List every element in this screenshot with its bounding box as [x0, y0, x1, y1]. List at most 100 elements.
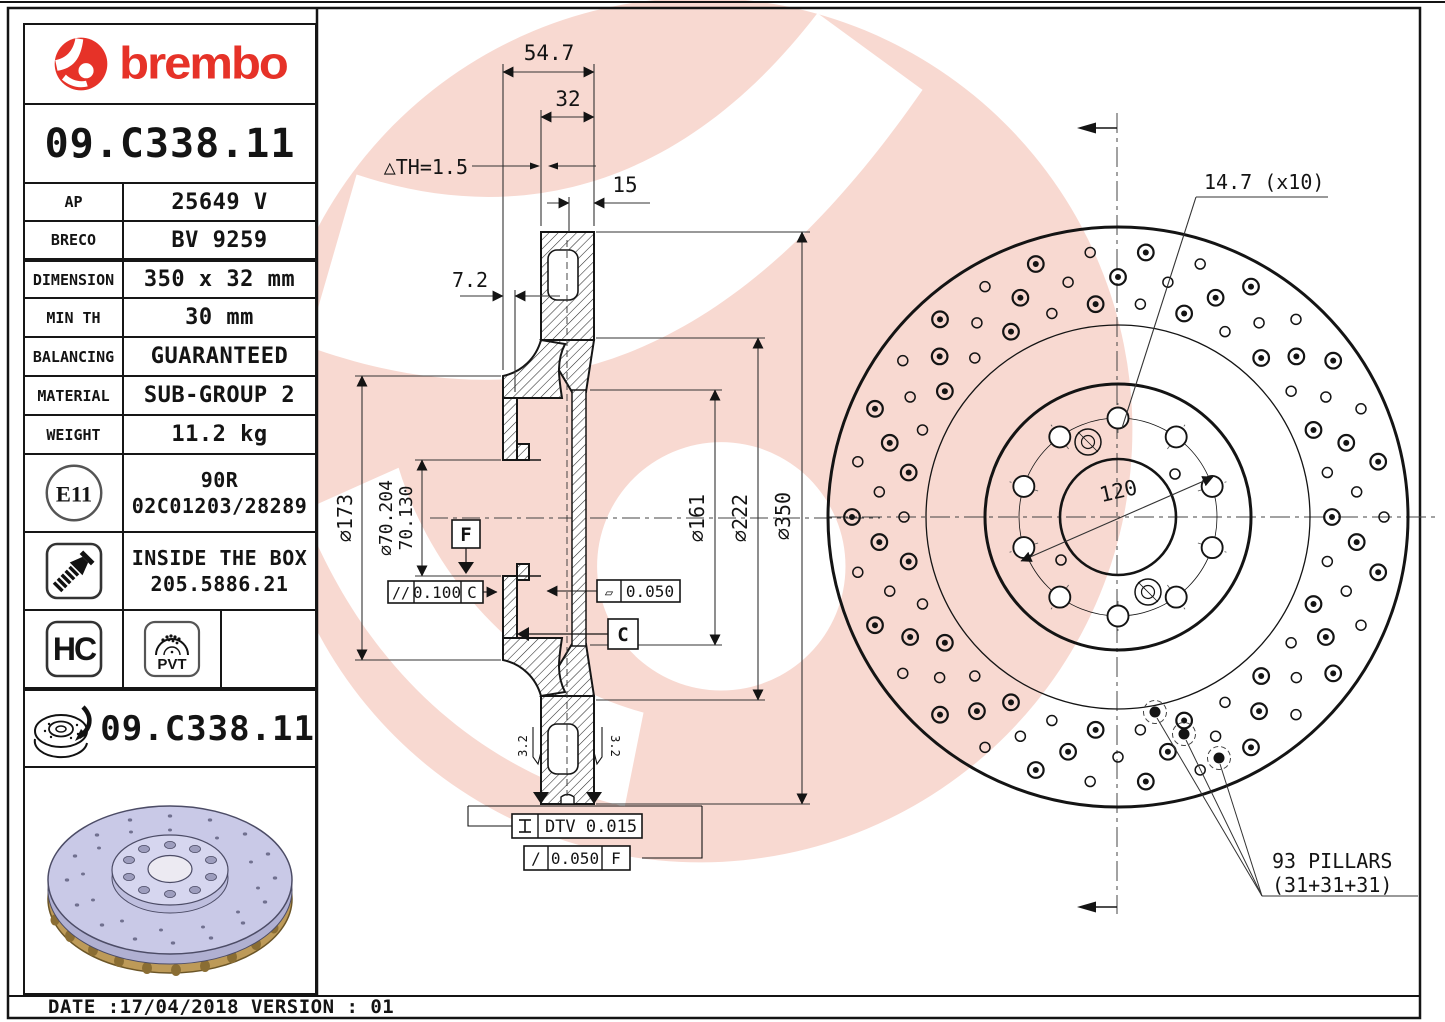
spec-label: MIN TH [25, 299, 124, 336]
dim-pad-depth: 15 [612, 173, 637, 197]
drill-hole-plain [1340, 585, 1353, 597]
drill-hole-center [907, 634, 914, 640]
inside-box-line2: 205.5886.21 [150, 572, 289, 596]
drill-hole-chamfered [930, 347, 949, 366]
drill-hole-chamfered [866, 616, 884, 635]
dim-thickness: 32 [555, 87, 580, 111]
drill-hole-plain [1320, 391, 1332, 403]
drill-hole-center [886, 439, 893, 446]
drill-hole-plain [897, 354, 909, 367]
drill-hole-chamfered [1175, 304, 1194, 323]
dim-holes: 14.7 (x10) [1204, 170, 1324, 194]
drill-hole-plain [883, 585, 896, 597]
spec-row-breco: BRECO BV 9259 [23, 220, 317, 260]
svg-text:(31+31+31): (31+31+31) [1272, 873, 1392, 897]
spec-label: WEIGHT [25, 416, 124, 453]
dim-overall-width: 54.7 [524, 41, 575, 65]
drill-hole-chamfered [1369, 563, 1388, 582]
drill-hole-center [849, 514, 855, 520]
countersunk-screws [1074, 428, 1162, 606]
drill-hole-plain [1350, 486, 1363, 498]
drill-hole-plain [1290, 671, 1303, 684]
spec-row-minth: MIN TH 30 mm [23, 297, 317, 338]
drill-hole-chamfered [1086, 720, 1105, 739]
svg-text://: // [392, 584, 410, 602]
drill-hole-plain [898, 511, 910, 523]
drill-hole-center [1008, 699, 1014, 706]
drill-hole-plain [1355, 403, 1367, 415]
drill-hole-plain [852, 566, 864, 579]
drill-hole-chamfered [968, 702, 986, 721]
drill-hole-pattern [843, 243, 1390, 791]
drill-hole-center [1310, 601, 1317, 608]
drill-hole-chamfered [1206, 288, 1225, 307]
drill-hole-plain [897, 667, 909, 680]
drill-hole-center [1065, 748, 1072, 755]
drill-hole-plain [933, 671, 946, 684]
drill-hole-chamfered [880, 433, 899, 452]
part-number-text: 09.C338.11 [44, 120, 296, 167]
drill-hole-chamfered [899, 552, 918, 571]
inside-box-row: INSIDE THE BOX 205.5886.21 [23, 531, 317, 611]
drill-hole-chamfered [1324, 351, 1343, 370]
drill-hole-plain [1219, 696, 1231, 709]
dim-wear: △TH=1.5 [384, 155, 468, 179]
drill-hole-plain [1194, 258, 1206, 270]
bolt-hole [1012, 536, 1036, 560]
spec-row-dimension: DIMENSION 350 x 32 mm [23, 258, 317, 299]
drill-hole-plain [1209, 730, 1222, 743]
drill-hole-center [1248, 283, 1254, 290]
spec-row-weight: WEIGHT 11.2 kg [23, 414, 317, 455]
section-view: 54.7 32 △TH=1.5 15 7.2 ∅173 ∅70.204 70.1… [333, 41, 880, 871]
drill-hole-plain [1321, 555, 1334, 568]
spec-label: BRECO [25, 222, 124, 258]
drill-hole-center [1329, 514, 1335, 520]
drill-hole-plain [1378, 511, 1390, 523]
datum-c: C [517, 618, 639, 650]
drill-hole-center [941, 639, 948, 646]
drill-hole-chamfered [1158, 742, 1177, 761]
pvt-icon: PVT [143, 620, 201, 678]
svg-text:E11: E11 [55, 481, 91, 506]
inside-box-line1: INSIDE THE BOX [131, 546, 308, 570]
drill-hole-plain [1046, 714, 1058, 727]
disc-code: 09.C338.11 [100, 708, 315, 749]
drill-hole-chamfered [1316, 628, 1335, 646]
spec-value: 11.2 kg [171, 422, 268, 447]
svg-text:C: C [467, 583, 477, 602]
drill-hole-center [1017, 294, 1024, 301]
drill-hole-center [1092, 726, 1099, 733]
bolt-hole [1164, 425, 1188, 449]
homologation-row: E11 90R 02C01203/28289 [23, 453, 317, 533]
spec-value: 25649 V [171, 189, 268, 215]
drill-hole-chamfered [870, 533, 889, 551]
spec-value: 350 x 32 mm [143, 267, 296, 292]
drill-hole-chamfered [1026, 255, 1045, 273]
drill-hole-plain [969, 670, 981, 682]
drill-hole-center [1258, 354, 1265, 361]
drill-hole-center [905, 469, 912, 476]
svg-text:HC: HC [52, 631, 96, 667]
spec-value: 30 mm [185, 305, 254, 330]
drill-hole-plain [1084, 246, 1096, 259]
drill-hole-plain [1062, 276, 1074, 288]
drill-hole-chamfered [1136, 772, 1155, 791]
drill-hole-chamfered [935, 382, 954, 401]
disc-photo-box [23, 766, 317, 995]
drill-hole-center [937, 316, 944, 323]
drill-hole-chamfered [931, 705, 949, 724]
drill-hole-center [871, 622, 878, 629]
dim-d161: ∅161 [685, 494, 709, 542]
drill-hole-plain [904, 391, 916, 403]
svg-text:/: / [531, 849, 541, 868]
drill-hole-center [1181, 717, 1188, 724]
bolt-hole [1164, 585, 1188, 609]
drill-hole-plain [1285, 385, 1297, 397]
drill-hole-center [973, 708, 980, 715]
spec-value: GUARANTEED [150, 344, 289, 369]
svg-text:0.050: 0.050 [626, 582, 674, 601]
brand-header: brembo [23, 23, 317, 105]
drill-hole-chamfered [1086, 295, 1105, 314]
drill-hole-plain [1194, 764, 1206, 776]
